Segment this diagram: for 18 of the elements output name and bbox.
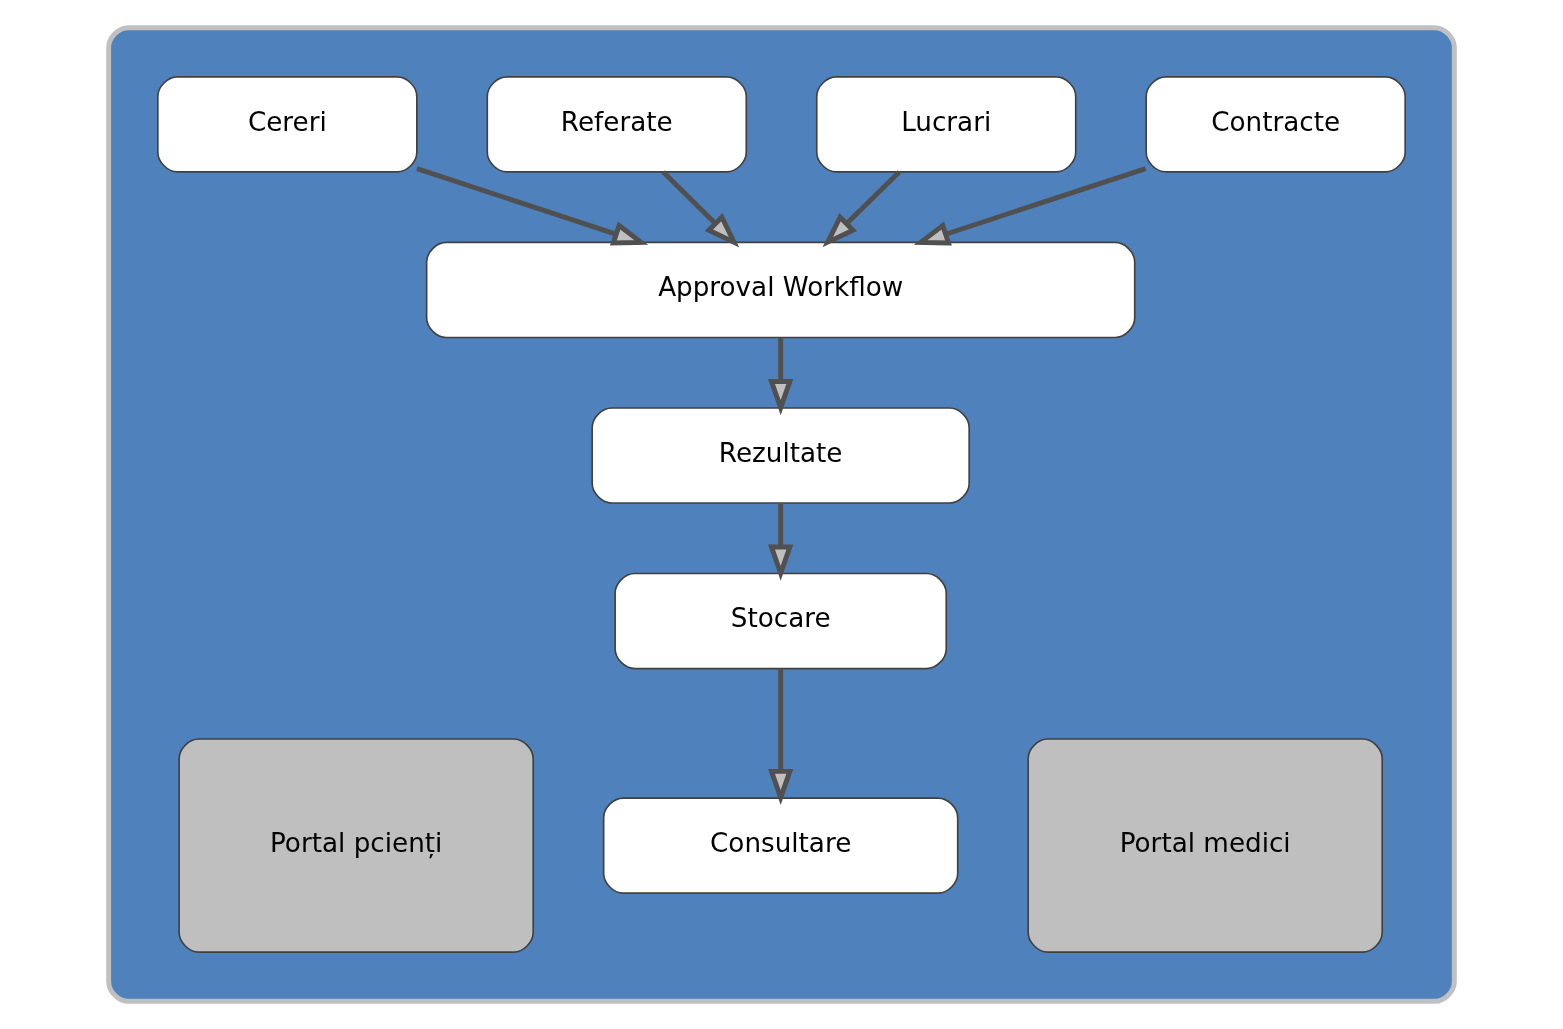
node-box: Referate [486, 76, 748, 173]
node-box: Stocare [614, 572, 948, 670]
arrow [768, 503, 794, 581]
arrow [768, 337, 794, 416]
arrow [661, 170, 740, 248]
arrow [822, 170, 901, 248]
node-box: Approval Workflow [425, 241, 1136, 339]
cluster [106, 25, 1457, 1004]
arrow [416, 166, 649, 246]
node-box: Lucrari [815, 76, 1077, 173]
node-box: Portal pcienți [178, 738, 534, 953]
node-box: Consultare [602, 797, 959, 894]
node-box: Cereri [157, 76, 418, 173]
node-box: Contracte [1145, 76, 1406, 173]
node-box: Portal medici [1027, 738, 1384, 953]
node-box: Rezultate [591, 407, 970, 504]
arrow [913, 166, 1147, 246]
arrow [768, 669, 794, 806]
